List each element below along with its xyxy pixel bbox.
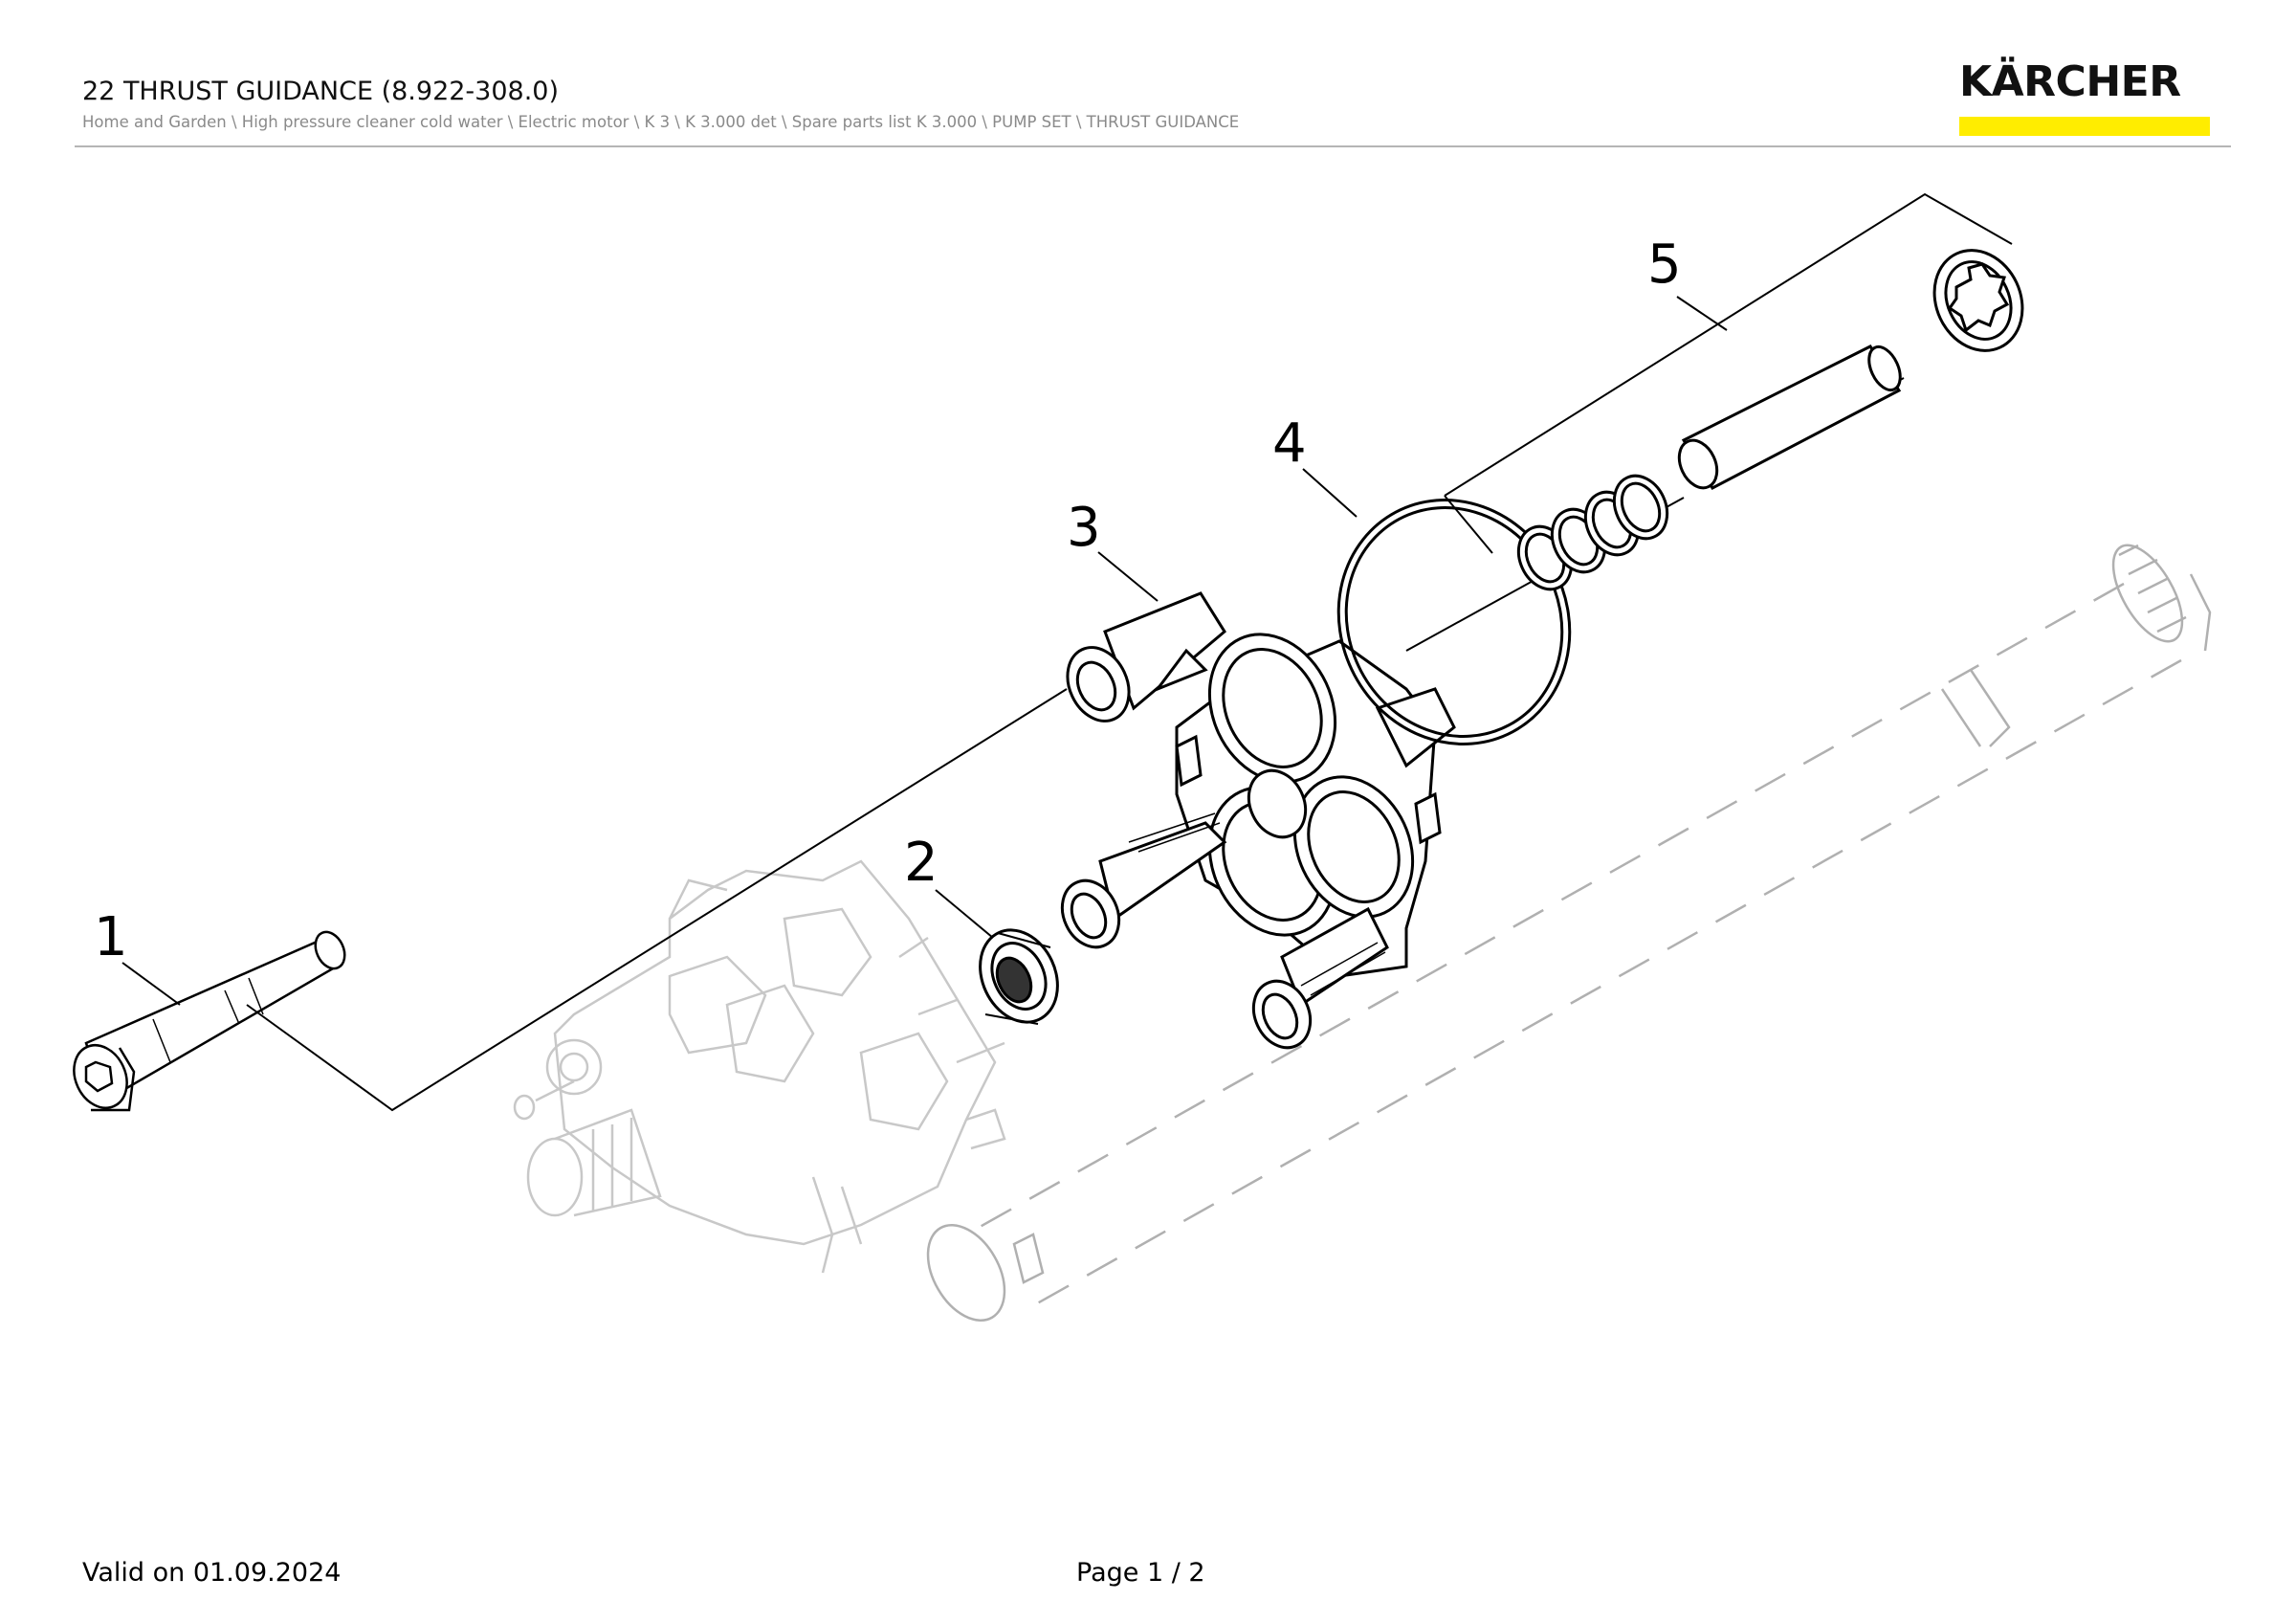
pump-housing-ghost (513, 859, 1006, 1274)
page-title: 22 THRUST GUIDANCE (8.922-308.0) (82, 77, 559, 106)
leader-5 (1444, 192, 2013, 554)
leader-1 (121, 688, 1068, 1112)
callout-4: 4 (1272, 412, 1307, 475)
callout-5: 5 (1647, 233, 1682, 296)
valid-date: Valid on 01.09.2024 (82, 1558, 342, 1588)
leader-2 (935, 889, 994, 939)
callout-1: 1 (94, 906, 128, 968)
callout-2: 2 (904, 832, 938, 894)
part-5-valve-kit (1516, 249, 2024, 591)
cylinder-ghost (926, 544, 2212, 1323)
header-divider (75, 145, 2231, 147)
callout-3: 3 (1067, 497, 1101, 559)
karcher-logo: KÄRCHER (1959, 61, 2214, 138)
part-1-cap-screw (73, 930, 346, 1112)
leader-3 (1097, 551, 1159, 602)
part-2-seal-ring (979, 928, 1059, 1025)
page-number: Page 1 / 2 (1076, 1558, 1205, 1588)
logo-yellow-bar (1959, 117, 2210, 136)
leader-4 (1302, 468, 1358, 518)
logo-wordmark: KÄRCHER (1959, 57, 2181, 106)
breadcrumb: Home and Garden \ High pressure cleaner … (82, 113, 1240, 131)
part-3-guide-plate (1060, 591, 1456, 1050)
